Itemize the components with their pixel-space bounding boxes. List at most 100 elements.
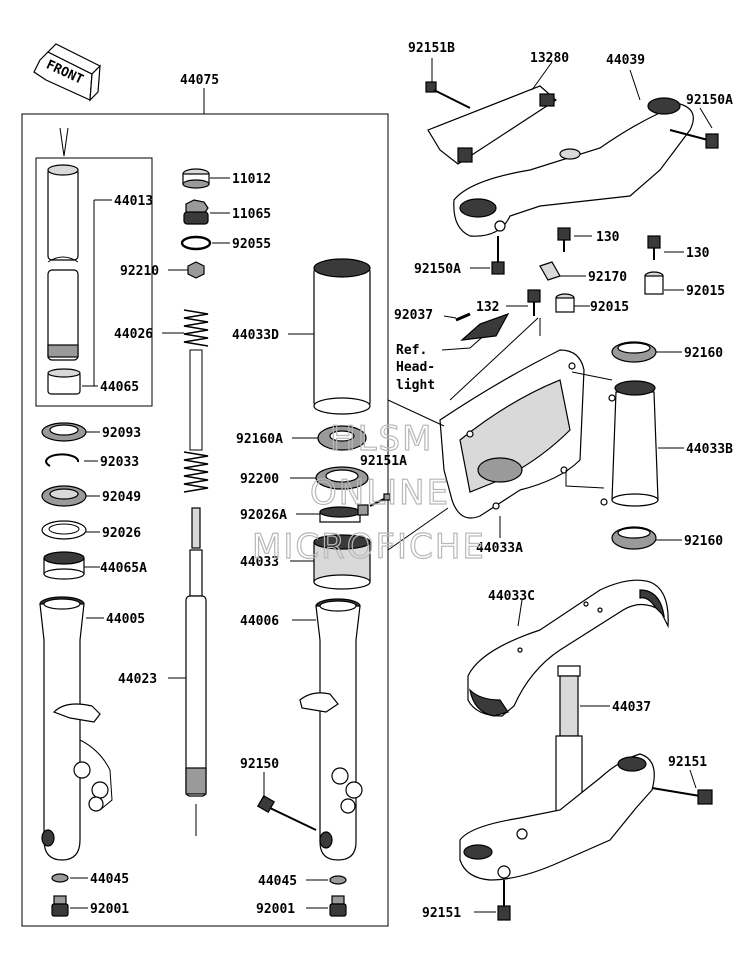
fork-leg-44005 [39, 596, 113, 861]
seal-92049 [41, 485, 87, 507]
bolt-92151B [425, 81, 471, 109]
label-44075: 44075 [180, 73, 219, 88]
label-92033: 92033 [100, 455, 139, 470]
label-44039: 44039 [606, 53, 645, 68]
upper-triple-clamp-44039 [453, 97, 694, 237]
clip-92170 [539, 261, 561, 281]
sub-box-44013 [35, 157, 153, 407]
ref-headlight-line1: Ref. [396, 343, 427, 358]
label-11065: 11065 [232, 207, 271, 222]
label-92210: 92210 [120, 264, 159, 279]
label-92200: 92200 [240, 472, 279, 487]
bolt-130-a [557, 227, 571, 252]
screw-92151A [369, 493, 391, 507]
label-44005: 44005 [106, 612, 145, 627]
label-13280: 13280 [530, 51, 569, 66]
label-44065A: 44065A [100, 561, 147, 576]
watermark-line2: ONLINE [310, 473, 450, 513]
bolt-92150A [491, 236, 505, 275]
ref-headlight-line2: Head- [396, 360, 435, 375]
label-44045-right: 44045 [258, 874, 297, 889]
clamp-92026A [319, 504, 369, 523]
label-92093: 92093 [102, 426, 141, 441]
bolt-130-b [647, 235, 661, 260]
label-92026A: 92026A [240, 508, 287, 523]
label-92001-left: 92001 [90, 902, 129, 917]
washer-44045-left [51, 873, 69, 883]
front-arrow-icon: FRONT [33, 43, 102, 102]
watermark-line3: MICROFICHE [252, 527, 486, 567]
kit-box-44075 [21, 113, 389, 927]
circlip-92033 [45, 453, 80, 467]
steering-stem-44037 [459, 665, 655, 881]
bolt-11065 [183, 199, 209, 225]
label-92160A: 92160A [236, 432, 283, 447]
fork-cover-44033D [313, 258, 371, 415]
watermark-line1: HLSM [330, 419, 433, 459]
bushing-44065A [43, 551, 85, 580]
bolt-132 [527, 289, 541, 316]
washer-44045-right [329, 875, 347, 885]
label-92150A-top: 92150A [686, 93, 733, 108]
label-92049: 92049 [102, 490, 141, 505]
label-44033D: 44033D [232, 328, 279, 343]
label-44045-left: 44045 [90, 872, 129, 887]
label-92151B: 92151B [408, 41, 455, 56]
bolt-92150A-top [669, 129, 719, 149]
label-44033A: 44033A [476, 541, 523, 556]
label-92151-bottom: 92151 [422, 906, 461, 921]
label-44013: 44013 [114, 194, 153, 209]
washer-92200 [315, 466, 369, 490]
watermark: HLSM ONLINE MICROFICHE [251, 418, 486, 567]
damper-rod-44023 [185, 507, 207, 836]
label-44033C: 44033C [488, 589, 535, 604]
label-92160-bottom: 92160 [684, 534, 723, 549]
label-92015-a: 92015 [590, 300, 629, 315]
label-44033: 44033 [240, 555, 279, 570]
label-92151-right: 92151 [668, 755, 707, 770]
headlight-bracket-44033A [439, 349, 585, 519]
label-92150A: 92150A [414, 262, 461, 277]
label-11012: 11012 [232, 172, 271, 187]
label-92055: 92055 [232, 237, 271, 252]
bolt-92150 [256, 794, 317, 831]
label-92015-b: 92015 [686, 284, 725, 299]
washer-92026 [41, 520, 87, 540]
bolt-92001-left [51, 895, 69, 917]
label-44037: 44037 [612, 700, 651, 715]
seal-92160-top [611, 341, 657, 363]
fork-inner-tube [47, 164, 79, 361]
label-92037: 92037 [394, 308, 433, 323]
label-92001-right: 92001 [256, 902, 295, 917]
spring-44026 [183, 309, 209, 493]
ref-headlight-line3: light [396, 378, 435, 393]
label-44006: 44006 [240, 614, 279, 629]
label-92026: 92026 [102, 526, 141, 541]
label-130-a: 130 [596, 230, 620, 245]
lower-bracket-44033C [467, 579, 669, 717]
label-44033B: 44033B [686, 442, 733, 457]
seal-92093 [41, 422, 87, 442]
label-92151A: 92151A [360, 454, 407, 469]
fork-leg-44006 [299, 598, 363, 861]
label-44065: 44065 [100, 380, 139, 395]
collar-92015-b [644, 271, 664, 295]
grommet-92037 [455, 312, 471, 322]
bolt-92151-bottom [497, 880, 511, 921]
plate-13280 [427, 85, 557, 165]
bolt-92001-right [329, 895, 347, 917]
label-92150: 92150 [240, 757, 279, 772]
label-132: 132 [476, 300, 499, 315]
label-130-b: 130 [686, 246, 710, 261]
cover-44033 [313, 534, 371, 590]
oring-92055 [180, 235, 212, 251]
cap-11012 [182, 168, 210, 189]
label-92170: 92170 [588, 270, 627, 285]
collar-92015-a [555, 293, 575, 313]
label-44023: 44023 [118, 672, 157, 687]
bushing-44065 [47, 368, 81, 395]
label-44026: 44026 [114, 327, 153, 342]
bolt-92151-right [651, 787, 713, 805]
seal-92160A [317, 425, 367, 451]
